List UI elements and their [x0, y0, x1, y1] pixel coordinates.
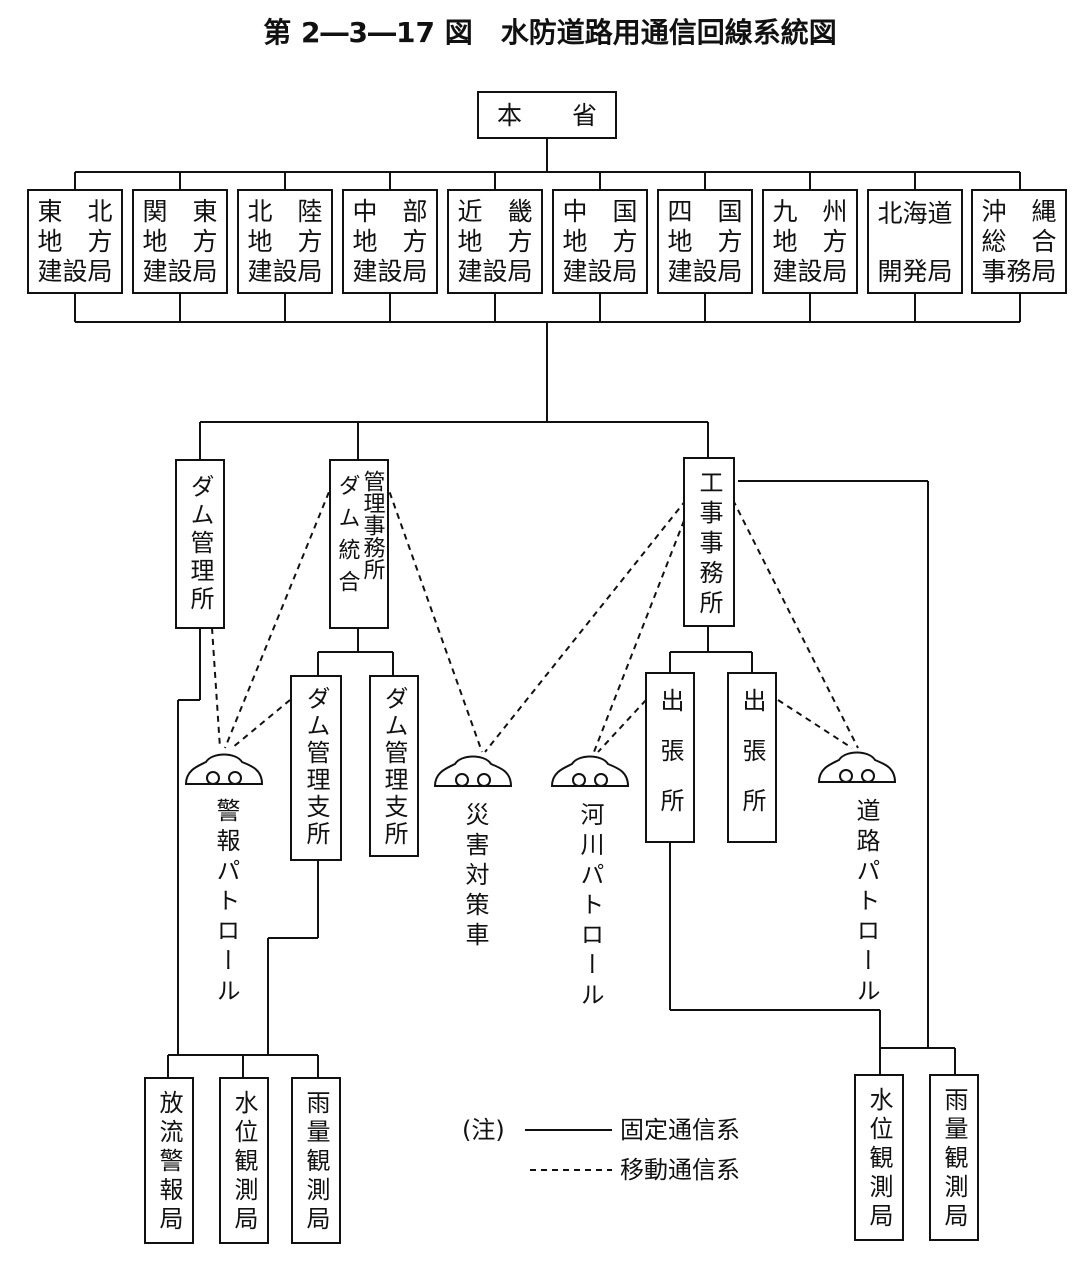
bureau-hokkaido-box: [867, 189, 963, 294]
legend-mobile-label: 移動通信系: [620, 1156, 740, 1184]
bureau-kinki-line1: 近 畿: [457, 197, 532, 226]
branch-office-2-box: [727, 672, 777, 843]
bureau-kanto-line2: 地 方: [142, 227, 217, 256]
bureau-hokuriku-box: [237, 189, 333, 294]
regional-bureaus: 東 北 地 方 建設局 関 東 地 方 建設局 北 陸 地 方 建設局 中 部 …: [27, 189, 1067, 294]
rainfall-station-1-box: [291, 1077, 341, 1244]
river-patrol-label: 河川パトロール: [576, 802, 604, 1012]
bureau-tohoku-box: [27, 189, 123, 294]
bureau-chubu-line3: 建設局: [352, 257, 427, 286]
bureau-chugoku-line1: 中 国: [562, 197, 637, 226]
bureau-kinki-box: [447, 189, 543, 294]
bureau-tohoku-line3: 建設局: [37, 257, 112, 286]
vehicles: 警報パトロール 災害対策車 河川パトロール 道路パトロール: [184, 751, 897, 1012]
bureau-shikoku-line3: 建設局: [667, 257, 742, 286]
bureau-kanto-line3: 建設局: [142, 257, 217, 286]
bureau-kinki-line3: 建設局: [457, 257, 532, 286]
car-icon: [184, 753, 264, 785]
dam-branch-1-box: [290, 675, 342, 861]
construction-office-label: 工事事務所: [695, 470, 723, 620]
rainfall-station-1-label: 雨量観測局: [302, 1090, 330, 1235]
car-icon: [550, 755, 630, 787]
bureau-shikoku-line2: 地 方: [667, 227, 742, 256]
headquarters-label: 本 省: [497, 101, 597, 130]
bureau-shikoku-box: [657, 189, 753, 294]
bureau-chubu-line2: 地 方: [352, 227, 427, 256]
bureau-tohoku-line1: 東 北: [37, 197, 112, 226]
dam-integrated-office-label-2: ダム統合: [335, 474, 361, 602]
bureau-okinawa-box: [971, 189, 1067, 294]
bureau-chugoku-line3: 建設局: [562, 257, 637, 286]
dam-branch-2-box: [369, 675, 419, 857]
dam-branch-1-label: ダム管理支所: [302, 686, 330, 848]
dam-office-box: [175, 459, 225, 629]
bureau-hokuriku-line3: 建設局: [247, 257, 322, 286]
bureau-hokuriku-line1: 北 陸: [247, 197, 322, 226]
construction-office-box: [683, 457, 735, 627]
water-level-station-1-box: [219, 1077, 269, 1244]
bureau-kanto-line1: 関 東: [142, 197, 217, 226]
water-level-station-2-box: [854, 1074, 904, 1241]
offices: ダム管理所 管理事務所 ダム統合 工事事務所 ダム管理支所 ダム管理支所 出張所…: [175, 457, 777, 861]
disaster-vehicle-label: 災害対策車: [461, 802, 489, 952]
bureau-chubu-line1: 中 部: [352, 197, 427, 226]
diagram-title: 第 2―3―17 図 水防道路用通信回線系統図: [263, 16, 836, 49]
branch-office-1-label: 出張所: [656, 688, 684, 838]
road-patrol-label: 道路パトロール: [852, 798, 880, 1008]
dam-office-label: ダム管理所: [186, 474, 214, 614]
bureau-shikoku-line1: 四 国: [667, 197, 742, 226]
bureau-hokuriku-line2: 地 方: [247, 227, 322, 256]
legend: (注) 固定通信系 移動通信系: [462, 1116, 740, 1184]
stations: 放流警報局 水位観測局 雨量観測局 水位観測局 雨量観測局: [144, 1074, 979, 1244]
bureau-kyushu-box: [762, 189, 858, 294]
headquarters-node: 本 省: [477, 91, 617, 139]
bureau-okinawa-line2: 総 合: [981, 227, 1056, 256]
bureau-kyushu-line2: 地 方: [772, 227, 847, 256]
bureau-kanto-box: [132, 189, 228, 294]
car-icon: [817, 751, 897, 783]
bureau-chubu-box: [342, 189, 438, 294]
dam-integrated-office-box: [329, 459, 389, 629]
legend-note: (注): [462, 1116, 505, 1144]
bureau-tohoku-line2: 地 方: [37, 227, 112, 256]
alarm-patrol-label: 警報パトロール: [212, 798, 240, 1008]
discharge-alarm-station-box: [144, 1077, 194, 1244]
bureau-chugoku-box: [552, 189, 648, 294]
car-icon: [433, 755, 513, 787]
bureau-hokkaido-line3: 開発局: [877, 257, 952, 286]
rainfall-station-2-box: [929, 1074, 979, 1241]
dam-integrated-office-label-1: 管理事務所: [360, 470, 386, 580]
water-level-station-1-label: 水位観測局: [230, 1090, 258, 1235]
legend-fixed-label: 固定通信系: [620, 1116, 740, 1144]
bureau-kinki-line2: 地 方: [457, 227, 532, 256]
bureau-okinawa-line1: 沖 縄: [981, 197, 1056, 226]
discharge-alarm-station-label: 放流警報局: [155, 1090, 183, 1235]
fixed-lines: [74, 138, 1021, 1078]
bureau-hokkaido-line1: 北海道: [877, 199, 952, 228]
branch-office-2-label: 出張所: [738, 688, 766, 838]
bureau-chugoku-line2: 地 方: [562, 227, 637, 256]
bureau-kyushu-line1: 九 州: [772, 197, 847, 226]
mobile-lines: [211, 481, 859, 753]
dam-branch-2-label: ダム管理支所: [380, 686, 408, 848]
water-level-station-2-label: 水位観測局: [865, 1087, 893, 1232]
branch-office-1-box: [645, 672, 695, 843]
bureau-kyushu-line3: 建設局: [772, 257, 847, 286]
bureau-okinawa-line3: 事務局: [981, 257, 1056, 286]
rainfall-station-2-label: 雨量観測局: [940, 1087, 968, 1232]
